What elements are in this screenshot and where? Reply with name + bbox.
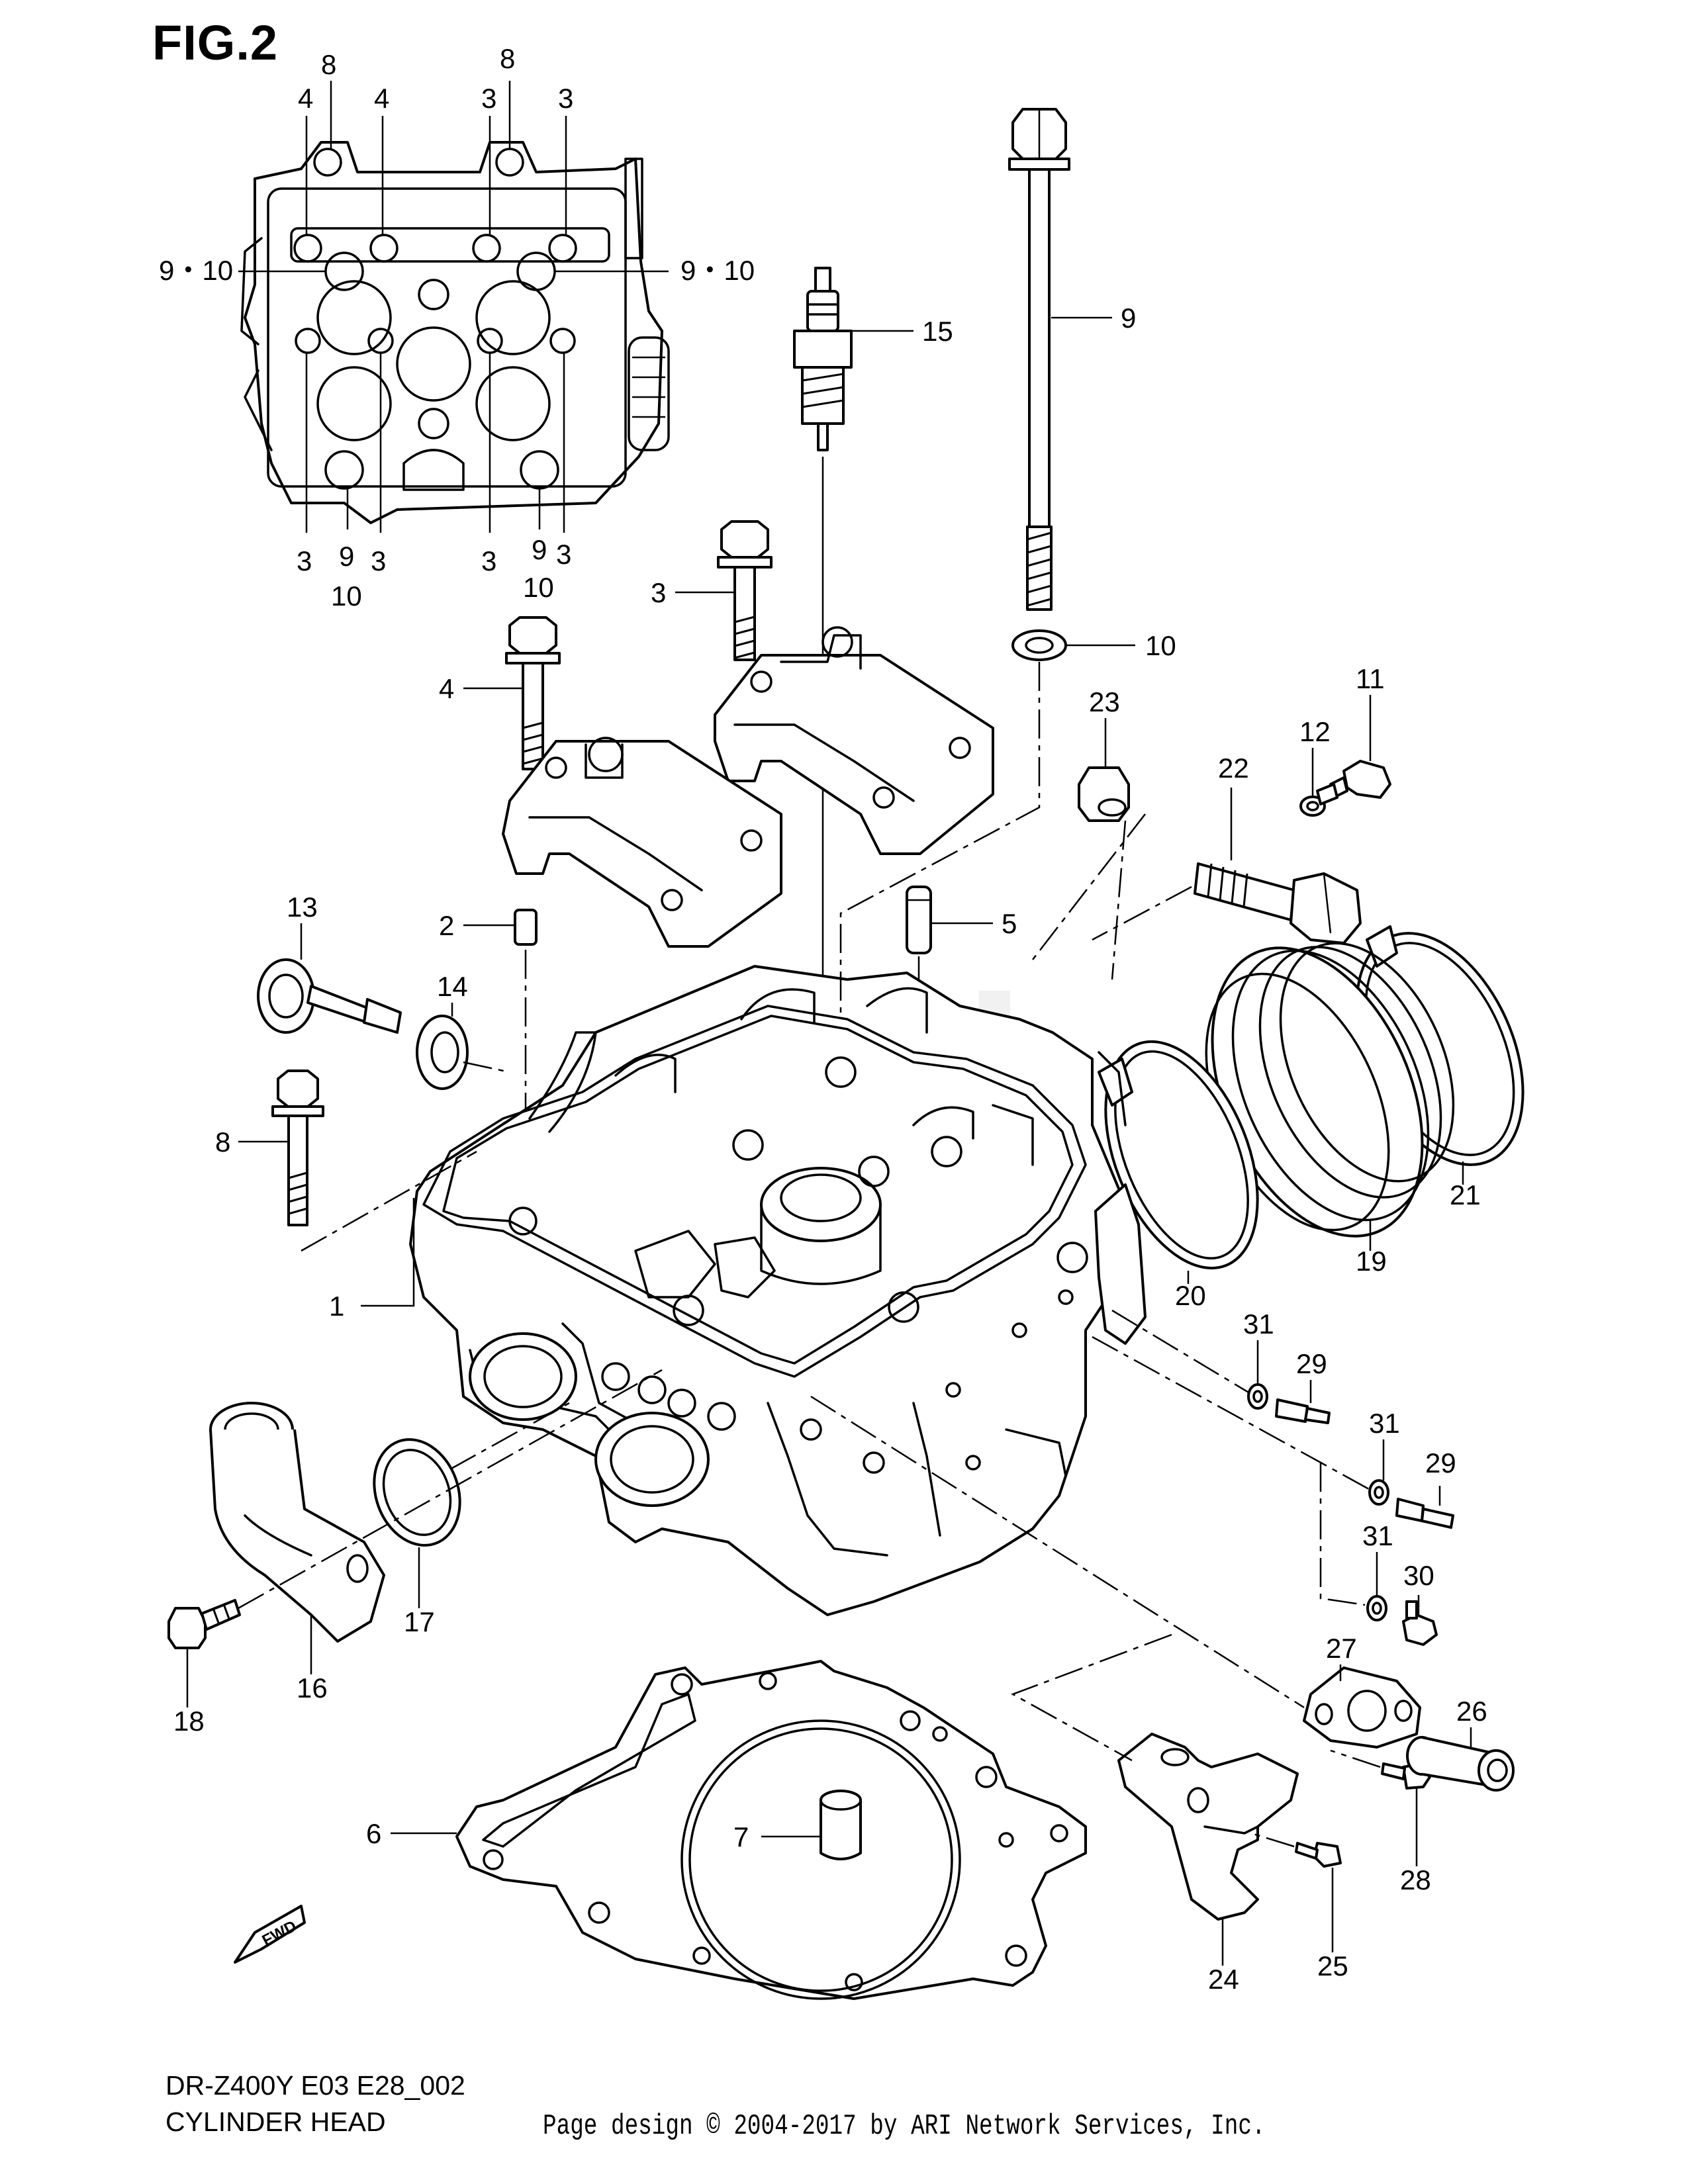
callout-8: 8 <box>215 1126 230 1158</box>
part-5-dowel-pin <box>906 886 932 954</box>
callout-1: 1 <box>329 1291 344 1322</box>
part-24-bracket <box>1117 1733 1299 1921</box>
part-14-oil-seal <box>416 1015 469 1090</box>
part-29-union-b <box>1395 1498 1454 1529</box>
callout-14: 14 <box>437 971 468 1002</box>
callout-17: 17 <box>404 1606 435 1637</box>
part-22-bolt <box>1194 862 1362 944</box>
part-4-bolt <box>505 616 561 770</box>
model-code: DR-Z400Y E03 E28_002 <box>165 2070 465 2101</box>
callout-20: 20 <box>1175 1280 1206 1311</box>
callout-29-b: 29 <box>1425 1447 1456 1479</box>
callout-29-a: 29 <box>1296 1348 1327 1379</box>
callout-28: 28 <box>1400 1864 1431 1895</box>
part-8-bolt <box>271 1069 324 1226</box>
camshaft-holder-rear <box>714 626 994 855</box>
inset-callout-3-a: 3 <box>481 83 496 114</box>
callout-31-a: 31 <box>1243 1308 1274 1340</box>
inset-callout-8-right: 8 <box>500 43 515 74</box>
inset-callout-9-b: 9 <box>532 534 547 565</box>
camshaft-holder-front <box>502 737 782 948</box>
part-29-union-a <box>1275 1398 1331 1424</box>
callout-2: 2 <box>439 910 454 941</box>
part-15-spark-plug <box>793 267 853 451</box>
inset-callout-3-e: 3 <box>481 545 496 576</box>
callout-31-c: 31 <box>1362 1520 1393 1551</box>
figure-title: FIG.2 <box>152 15 279 70</box>
inset-callout-3-f: 3 <box>556 539 571 570</box>
part-6-cylinder-head-gasket <box>455 1660 1087 2000</box>
inset-callout-10-a: 10 <box>331 580 362 612</box>
callout-3: 3 <box>651 577 666 608</box>
inset-callout-9-a: 9 <box>339 541 354 572</box>
fwd-direction-arrow: FWD <box>234 1905 306 1964</box>
part-18-bolt <box>167 1599 241 1649</box>
part-31-washer-c <box>1366 1595 1387 1621</box>
callout-12: 12 <box>1299 716 1331 747</box>
cylinder-head-top-view-inset: 8 8 4 4 3 3 9・10 9・10 3 9 10 3 3 9 10 3 <box>159 43 755 612</box>
part-30-bolt <box>1402 1600 1438 1646</box>
part-7-dowel-pin <box>820 1790 862 1860</box>
part-16-water-outlet <box>209 1402 385 1643</box>
part-17-o-ring <box>373 1438 461 1547</box>
callout-9: 9 <box>1121 302 1136 334</box>
callout-22: 22 <box>1218 752 1249 784</box>
callout-18: 18 <box>173 1706 205 1737</box>
inset-callout-9-10-left: 9・10 <box>159 255 233 286</box>
callout-16: 16 <box>297 1672 328 1704</box>
inset-callout-3-d: 3 <box>371 545 386 576</box>
callout-10: 10 <box>1145 630 1176 661</box>
inset-callout-9-10-right: 9・10 <box>680 255 755 286</box>
part-13-plug <box>257 958 402 1034</box>
part-11-bolt <box>1316 760 1391 805</box>
callout-23: 23 <box>1089 686 1120 717</box>
part-2-dowel-pin <box>514 909 538 946</box>
inset-callout-8-left: 8 <box>321 49 336 80</box>
part-27-gasket <box>1303 1666 1421 1749</box>
callout-25: 25 <box>1317 1950 1348 1981</box>
part-20-clamp <box>1098 1040 1259 1270</box>
callout-6: 6 <box>366 1818 381 1849</box>
callout-27: 27 <box>1326 1633 1357 1664</box>
part-31-washer-b <box>1368 1479 1389 1506</box>
callout-15: 15 <box>922 316 953 347</box>
part-25-screw <box>1295 1842 1342 1868</box>
callout-31-b: 31 <box>1369 1408 1400 1439</box>
part-1-cylinder-head <box>409 965 1147 1616</box>
inset-callout-4-b: 4 <box>374 83 389 114</box>
callout-4: 4 <box>439 673 454 704</box>
part-23-nut <box>1078 766 1130 822</box>
callout-13: 13 <box>287 891 318 923</box>
callout-26: 26 <box>1456 1696 1487 1727</box>
section-name: CYLINDER HEAD <box>165 2107 386 2137</box>
part-9-long-bolt <box>1008 108 1070 611</box>
inset-callout-4-a: 4 <box>298 83 313 114</box>
inset-callout-10-b: 10 <box>523 572 554 603</box>
callout-7: 7 <box>733 1821 749 1852</box>
copyright-notice: Page design © 2004-2017 by ARI Network S… <box>543 2110 1266 2143</box>
callout-11: 11 <box>1356 663 1385 694</box>
part-3-bolt <box>717 520 773 661</box>
part-31-washer-a <box>1247 1383 1268 1410</box>
part-26-plug <box>1406 1736 1515 1792</box>
callout-30: 30 <box>1403 1560 1434 1591</box>
callout-5: 5 <box>1002 908 1017 939</box>
callout-21: 21 <box>1450 1179 1481 1210</box>
inset-callout-3-c: 3 <box>297 545 312 576</box>
callout-19: 19 <box>1356 1246 1387 1277</box>
part-10-washer <box>1011 629 1067 661</box>
inset-callout-3-b: 3 <box>558 83 573 114</box>
callout-24: 24 <box>1208 1964 1239 1995</box>
